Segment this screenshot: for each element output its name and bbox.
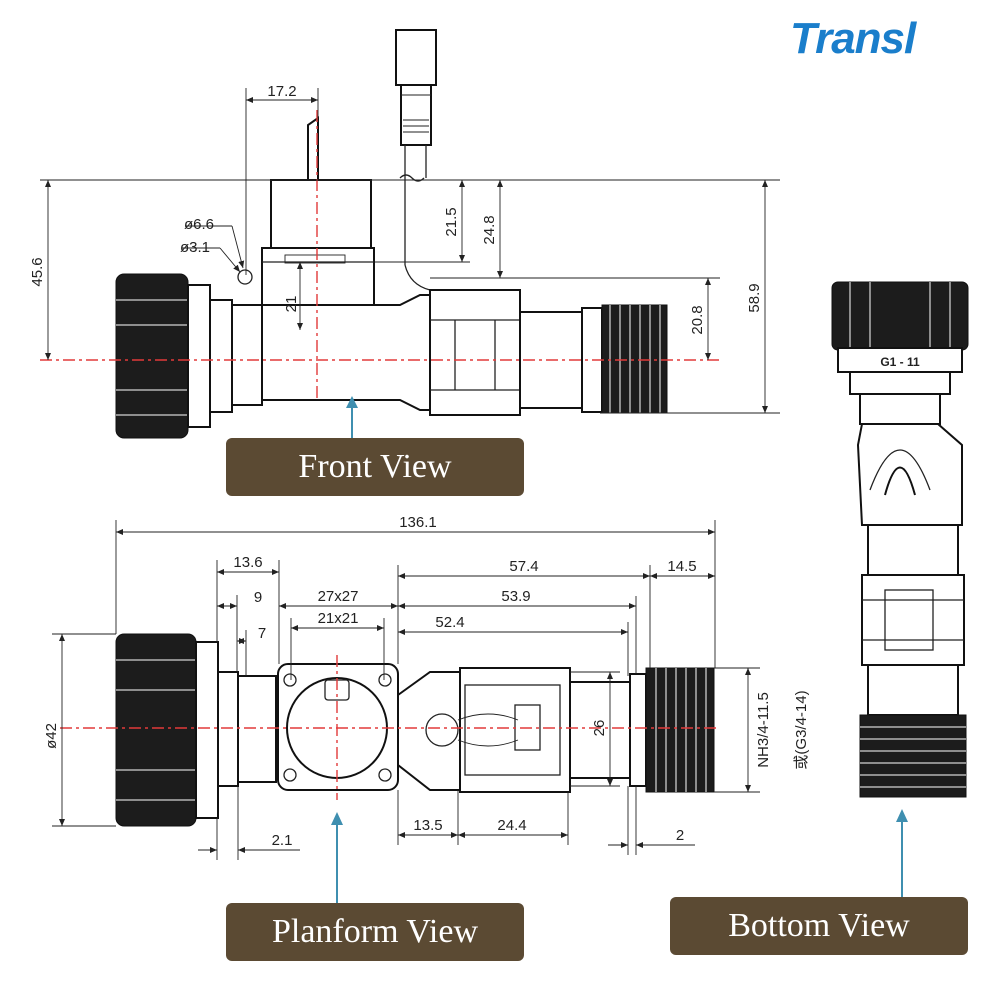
front-nut xyxy=(115,269,263,439)
bottom-cap xyxy=(831,281,969,351)
planform-view-label: Planform View xyxy=(226,903,524,961)
dim-phi-42: ø42 xyxy=(43,723,60,749)
bottom-thread xyxy=(859,714,967,798)
bottom-elbow xyxy=(856,423,963,526)
dim-7: 7 xyxy=(258,625,266,642)
dim-17-2: 17.2 xyxy=(267,83,296,100)
dim-52-4: 52.4 xyxy=(435,614,464,631)
bottom-cap-label: G1 - 11 xyxy=(880,355,920,369)
plan-dimensions: 136.1 13.6 57.4 14.5 9 27x27 53.9 7 xyxy=(43,514,810,860)
front-pipe-body xyxy=(261,289,668,416)
dim-26: 26 xyxy=(591,720,608,737)
dim-45-6: 45.6 xyxy=(29,257,46,286)
planform-view: 136.1 13.6 57.4 14.5 9 27x27 53.9 7 xyxy=(43,514,810,903)
thread-spec-nh: NH3/4-11.5 xyxy=(755,692,772,768)
dim-27x27: 27x27 xyxy=(318,588,359,605)
front-dimensions: 17.2 45.6 21.5 24.8 20.8 58.9 21 ø6.6 ø3… xyxy=(29,83,780,414)
dim-53-9: 53.9 xyxy=(501,588,530,605)
dim-24-4: 24.4 xyxy=(497,817,526,834)
front-view: 17.2 45.6 21.5 24.8 20.8 58.9 21 ø6.6 ø3… xyxy=(29,29,780,439)
plan-nut xyxy=(115,633,277,827)
dim-14-5: 14.5 xyxy=(667,558,696,575)
plan-square-plate xyxy=(277,663,399,791)
dim-136-1: 136.1 xyxy=(399,514,437,531)
front-view-label: Front View xyxy=(226,438,524,496)
brand-logo: Transl xyxy=(790,14,916,63)
dim-2-1: 2.1 xyxy=(272,832,293,849)
dim-phi-6-6: ø6.6 xyxy=(184,216,214,233)
dim-9: 9 xyxy=(254,589,262,606)
bottom-body xyxy=(861,574,965,666)
plan-pipe-right xyxy=(569,667,715,793)
dim-21: 21 xyxy=(283,296,300,313)
bottom-view-label: Bottom View xyxy=(670,897,968,955)
dim-24-8: 24.8 xyxy=(481,215,498,244)
dim-13-6: 13.6 xyxy=(233,554,262,571)
dim-58-9: 58.9 xyxy=(746,283,763,312)
thread-spec-g: 或(G3/4-14) xyxy=(793,690,810,769)
dim-21x21: 21x21 xyxy=(318,610,359,627)
dim-20-8: 20.8 xyxy=(689,305,706,334)
front-cable xyxy=(395,29,437,291)
dim-2: 2 xyxy=(676,827,684,844)
dim-13-5: 13.5 xyxy=(413,817,442,834)
bottom-view: G1 - 11 xyxy=(831,281,969,897)
plan-connector xyxy=(397,667,571,793)
dim-phi-3-1: ø3.1 xyxy=(180,239,210,256)
dim-21-5: 21.5 xyxy=(443,207,460,236)
dim-57-4: 57.4 xyxy=(509,558,538,575)
